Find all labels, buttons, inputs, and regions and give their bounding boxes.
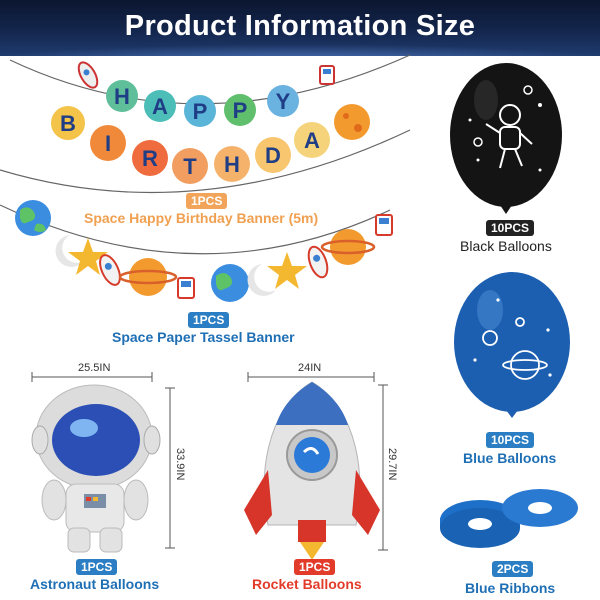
earth-icon	[211, 264, 249, 302]
happy-circles	[106, 80, 299, 127]
rocket-width: 24IN	[298, 362, 322, 374]
banner-letter: A	[304, 128, 320, 153]
header-banner: Product Information Size	[0, 0, 600, 56]
astronaut-balloons-label: Astronaut Balloons	[30, 576, 160, 592]
rocket-icon	[99, 254, 121, 286]
robot-icon	[375, 214, 393, 236]
qty-badge: 1PCS	[186, 193, 228, 209]
blue-ribbons-label: Blue Ribbons	[465, 580, 556, 596]
banner-letter: B	[60, 111, 76, 136]
qty-badge: 10PCS	[486, 432, 535, 448]
qty-badge: 1PCS	[294, 559, 336, 575]
stars-print	[468, 85, 542, 172]
blue-balloons-label: Blue Balloons	[463, 450, 557, 466]
banner-letter: D	[265, 143, 281, 168]
astronaut-foil-balloon	[31, 372, 175, 553]
astronaut-height: 33.9IN	[174, 448, 186, 481]
banner-letter: Y	[276, 89, 291, 114]
blue-ribbons	[440, 489, 578, 548]
robot-icon	[177, 277, 195, 299]
tassel-banner-label: Space Paper Tassel Banner	[112, 329, 295, 345]
astronaut-width: 25.5IN	[78, 362, 111, 374]
star-icon	[267, 252, 307, 289]
qty-badge: 1PCS	[188, 312, 230, 328]
moon-icon	[55, 235, 84, 267]
qty-badge: 10PCS	[486, 220, 535, 236]
qty-badge: 1PCS	[76, 559, 118, 575]
astronaut-print	[485, 104, 533, 169]
banner-letter: H	[224, 152, 240, 177]
qty-badge: 2PCS	[492, 561, 534, 577]
blue-balloon	[454, 272, 570, 418]
banner-letter: P	[193, 99, 208, 124]
rocket-height: 29.7IN	[386, 448, 398, 481]
black-balloons-label: Black Balloons	[460, 238, 552, 254]
robot-icon	[319, 65, 335, 85]
planet-ring-icon	[118, 258, 178, 296]
banner-letter: H	[114, 84, 130, 109]
birthday-circles	[51, 106, 330, 184]
planet-ring-icon	[320, 229, 376, 265]
planet-icon	[334, 104, 370, 140]
rocket-icon	[307, 245, 329, 279]
banner-letter: I	[105, 131, 111, 156]
page-title: Product Information Size	[124, 10, 476, 42]
star-icon	[68, 238, 108, 275]
rocket-balloons-label: Rocket Balloons	[252, 576, 362, 592]
earth-icon	[15, 200, 51, 236]
rocket-icon	[77, 61, 99, 89]
rocket-foil-balloon	[244, 372, 388, 560]
planet-print	[482, 317, 548, 380]
banner-letter: P	[233, 98, 248, 123]
moon-icon	[247, 264, 276, 296]
banner-letter: T	[183, 154, 197, 179]
black-balloon	[450, 63, 562, 214]
banner-letter: A	[152, 94, 168, 119]
banner-letter: R	[142, 146, 158, 171]
birthday-banner-label: Space Happy Birthday Banner (5m)	[84, 210, 319, 226]
